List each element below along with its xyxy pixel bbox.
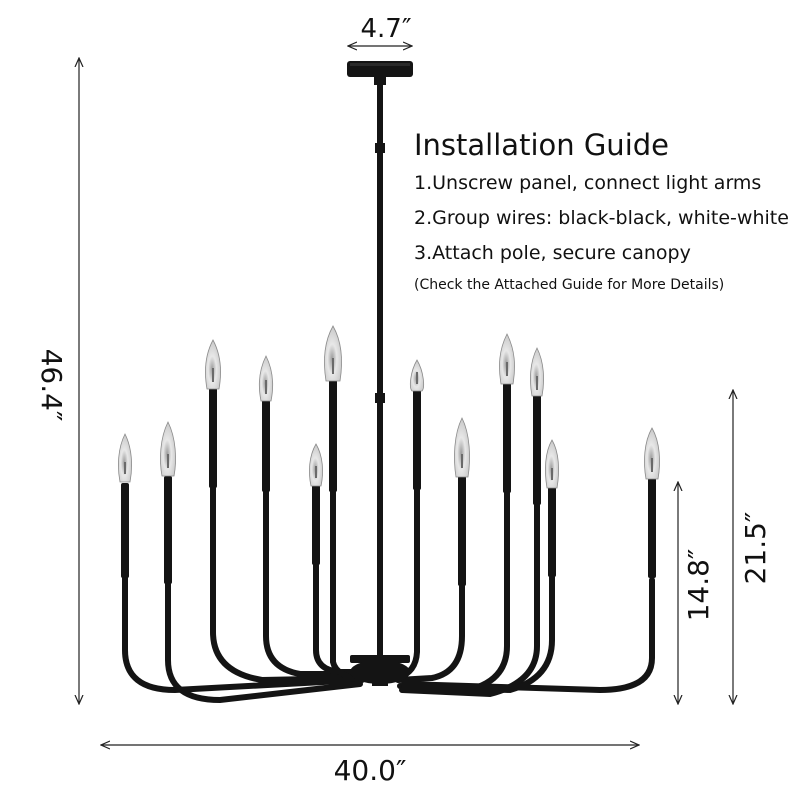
guide-title: Installation Guide (414, 128, 669, 162)
arm-height-dimension: 14.8″ (678, 482, 715, 704)
ceiling-canopy (347, 61, 413, 85)
candle-lights (118, 325, 660, 586)
bulb-icon (499, 333, 515, 385)
bulb-icon (454, 417, 470, 478)
guide-step: 2.Group wires: black-black, white-white (414, 207, 789, 229)
bulb-icon (259, 355, 273, 402)
guide-step: 1.Unscrew panel, connect light arms (414, 172, 762, 194)
bulb-icon (160, 421, 176, 477)
downrod (375, 84, 385, 657)
bulb-icon (644, 427, 660, 480)
bulb-icon (205, 339, 221, 390)
guide-step: 3.Attach pole, secure canopy (414, 242, 691, 264)
canopy-width-dimension: 4.7″ (348, 14, 412, 46)
total-height-dimension: 46.4″ (35, 58, 79, 704)
body-height-dimension: 21.5″ (733, 390, 772, 704)
bulb-icon (530, 347, 544, 397)
installation-guide: Installation Guide 1.Unscrew panel, conn… (414, 128, 794, 293)
bulb-icon (545, 439, 559, 489)
guide-note: (Check the Attached Guide for More Detai… (414, 277, 725, 293)
center-hub (350, 655, 410, 686)
bulb-icon (118, 433, 132, 483)
total-width-dimension: 40.0″ (101, 745, 639, 787)
canopy-width-label: 4.7″ (360, 14, 411, 44)
arms (122, 377, 655, 704)
chandelier-illustration (118, 61, 660, 704)
total-height-label: 46.4″ (35, 349, 68, 422)
total-width-label: 40.0″ (334, 754, 407, 787)
bulb-icon (324, 325, 342, 382)
bulb-icon (309, 443, 323, 487)
arm-height-label: 14.8″ (682, 549, 715, 622)
body-height-label: 21.5″ (739, 512, 772, 585)
